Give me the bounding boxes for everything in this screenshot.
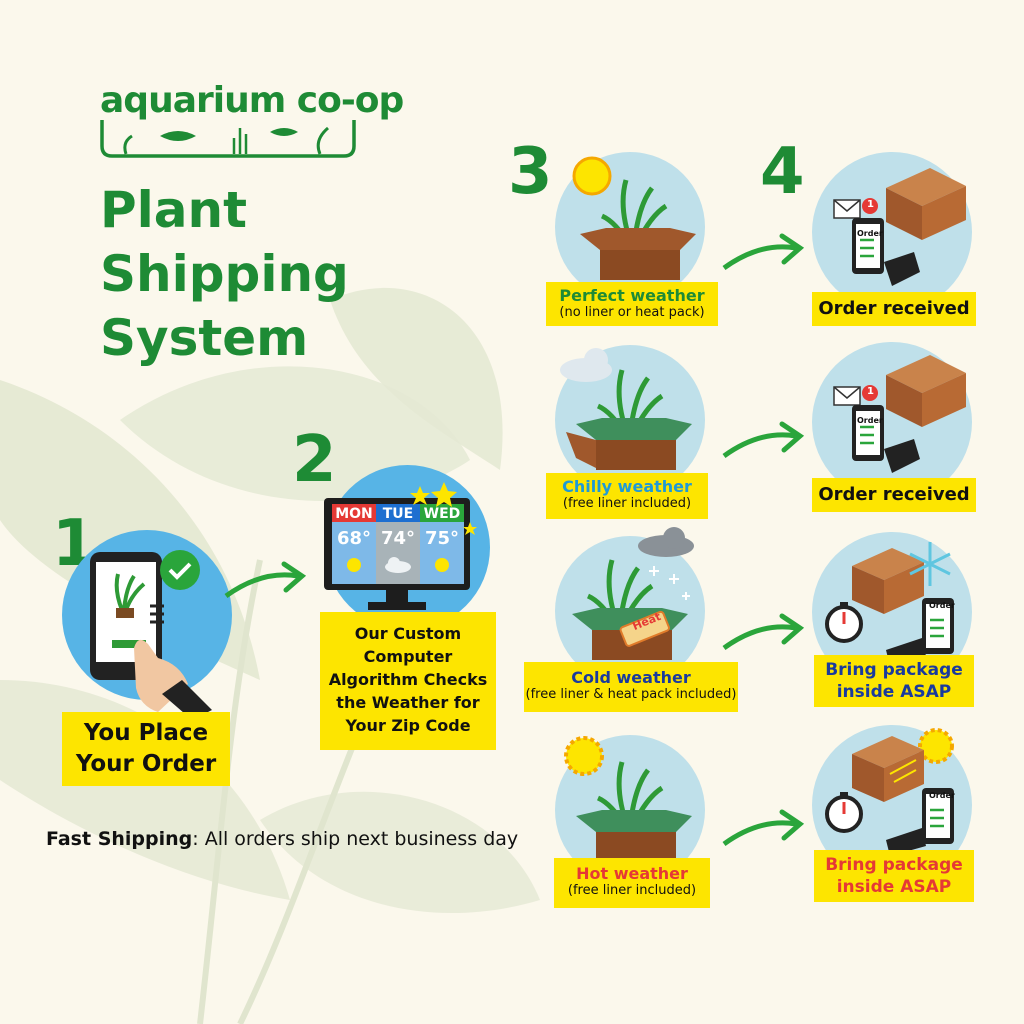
weather-detail: (no liner or heat pack) <box>559 305 705 320</box>
arrow-icon <box>722 421 805 459</box>
weather-label: Cold weather (free liner & heat pack inc… <box>524 662 738 712</box>
label-line: Computer <box>363 647 453 666</box>
forecast-temp-tue: 74° <box>380 528 416 549</box>
phone-order-icon <box>90 550 212 720</box>
sun-icon <box>435 558 449 572</box>
weather-detail: (free liner & heat pack included) <box>525 687 737 702</box>
weather-condition: Cold weather <box>571 668 691 687</box>
forecast-day-mon: MON <box>335 506 373 522</box>
weather-condition: Perfect weather <box>559 286 705 305</box>
forecast-temp-wed: 75° <box>424 528 460 549</box>
label-line: Your Zip Code <box>345 716 471 735</box>
notification-badge: 1 <box>867 386 874 397</box>
box-plant-snow-icon <box>572 527 694 660</box>
order-screen-label: Order <box>929 601 955 610</box>
arrow-icon <box>722 233 805 271</box>
result-text: Bring package <box>825 855 963 875</box>
forecast-day-tue: TUE <box>382 506 414 522</box>
title-line: System <box>100 309 309 367</box>
weather-label: Perfect weather (no liner or heat pack) <box>546 282 718 326</box>
page-title: Plant Shipping System <box>100 178 349 370</box>
box-plant-hot-sun-icon <box>564 736 692 862</box>
arrow-icon <box>722 809 805 847</box>
phone-package-icon <box>833 168 966 286</box>
result-text: inside ASAP <box>836 877 952 897</box>
forecast-day-wed: WED <box>423 506 461 522</box>
box-plant-sun-icon <box>572 156 696 280</box>
order-screen-label: Order <box>857 416 883 425</box>
weather-condition: Hot weather <box>576 864 688 883</box>
result-text: Order received <box>818 298 970 319</box>
label-line: Your Order <box>75 751 217 777</box>
step-number-4: 4 <box>760 135 805 209</box>
order-screen-label: Order <box>929 791 955 800</box>
box-plant-cloud-icon <box>560 348 692 470</box>
weather-condition: Chilly weather <box>562 477 692 496</box>
weather-label: Hot weather (free liner included) <box>554 858 710 908</box>
footer-rest: : All orders ship next business day <box>192 828 519 850</box>
weather-detail: (free liner included) <box>562 496 692 511</box>
forecast-icons <box>347 557 449 573</box>
step-2-label: Our Custom Computer Algorithm Checks the… <box>320 612 496 750</box>
logo-aquarium-frame <box>100 120 356 158</box>
label-line: You Place <box>83 720 209 746</box>
timer-package-sun-icon <box>825 728 954 856</box>
result-label: Bring package inside ASAP <box>814 655 974 707</box>
order-screen-label: Order <box>857 229 883 238</box>
weather-detail: (free liner included) <box>567 883 697 898</box>
phone-package-icon <box>833 355 966 473</box>
result-label: Order received <box>812 478 976 512</box>
brand-logo: aquarium co-op <box>100 80 404 121</box>
arrow-icon <box>722 613 805 651</box>
result-text: Order received <box>818 484 970 505</box>
step-number-3: 3 <box>508 135 553 209</box>
title-line: Shipping <box>100 245 349 303</box>
title-line: Plant <box>100 181 248 239</box>
sun-icon <box>347 558 361 572</box>
footer-note: Fast Shipping: All orders ship next busi… <box>46 828 518 850</box>
step-1-label: You Place Your Order <box>62 712 230 786</box>
result-text: inside ASAP <box>836 682 952 702</box>
step-number-2: 2 <box>292 423 337 497</box>
label-line: Our Custom <box>354 624 462 643</box>
weather-label: Chilly weather (free liner included) <box>546 473 708 519</box>
cloud-icon <box>385 557 411 573</box>
arrow-icon <box>224 561 307 599</box>
result-text: Bring package <box>825 660 963 680</box>
label-line: Algorithm Checks <box>328 670 488 689</box>
result-label: Bring package inside ASAP <box>814 850 974 902</box>
result-label: Order received <box>812 292 976 326</box>
footer-bold: Fast Shipping <box>46 828 193 850</box>
notification-badge: 1 <box>867 199 874 210</box>
forecast-temp-mon: 68° <box>336 528 372 549</box>
label-line: the Weather for <box>336 693 480 712</box>
timer-package-snow-icon <box>825 542 954 666</box>
